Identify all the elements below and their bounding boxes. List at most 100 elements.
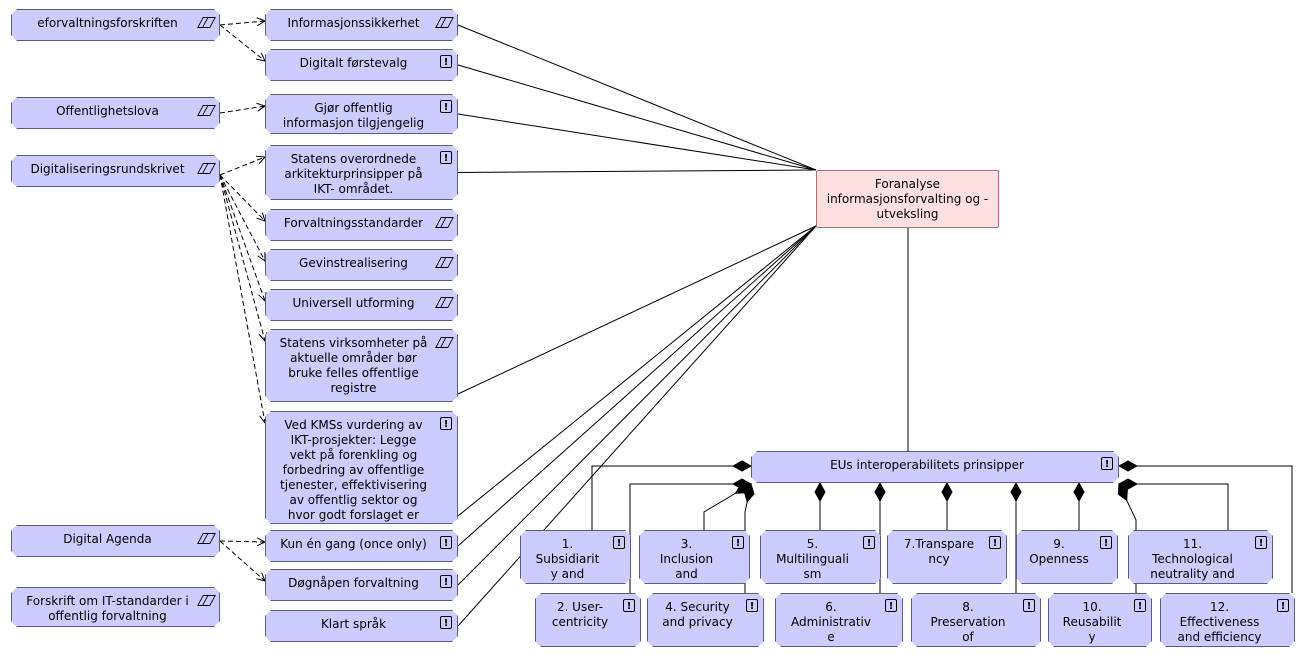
node-label: Kun én gang (once only) bbox=[280, 537, 427, 551]
association-edge bbox=[457, 24, 817, 171]
node-p7[interactable]: 7.Transpare ncy! bbox=[887, 530, 1007, 584]
node-label: Gevinstrealisering bbox=[299, 256, 408, 270]
node-statens-overordnede[interactable]: Statens overordnede arkitekturprinsipper… bbox=[265, 145, 458, 200]
goal-icon bbox=[197, 104, 215, 116]
composition-edge bbox=[591, 466, 751, 530]
node-kun-en-gang[interactable]: Kun én gang (once only)! bbox=[265, 530, 458, 562]
influence-edge bbox=[219, 174, 265, 261]
node-label: EUs interoperabilitets prinsipper bbox=[830, 458, 1024, 472]
principle-icon: ! bbox=[1101, 457, 1113, 470]
node-statens-virksomheter[interactable]: Statens virksomheter på aktuelle områder… bbox=[265, 329, 458, 402]
principle-icon: ! bbox=[1134, 599, 1146, 612]
node-label: 12. Effectiveness and efficiency bbox=[1177, 600, 1262, 644]
node-gevinstrealisering[interactable]: Gevinstrealisering bbox=[265, 249, 458, 281]
node-label: Statens virksomheter på aktuelle områder… bbox=[279, 336, 428, 395]
association-edge bbox=[457, 225, 817, 395]
principle-icon: ! bbox=[440, 417, 452, 430]
node-ved-kms[interactable]: Ved KMSs vurdering av IKT-prosjekter: Le… bbox=[265, 411, 458, 524]
node-label: Forskrift om IT-standarder i offentlig f… bbox=[26, 594, 189, 623]
principle-icon: ! bbox=[732, 536, 744, 549]
node-offentlighetslova[interactable]: Offentlighetslova bbox=[11, 97, 220, 129]
node-universell-utforming[interactable]: Universell utforming bbox=[265, 289, 458, 321]
goal-icon bbox=[435, 296, 453, 308]
node-label: Forvaltningsstandarder bbox=[283, 216, 424, 230]
association-edge bbox=[457, 225, 817, 547]
node-p11[interactable]: 11. Technological neutrality and! bbox=[1128, 530, 1273, 584]
influence-edge bbox=[219, 174, 265, 221]
node-label: Statens overordnede arkitekturprinsipper… bbox=[284, 152, 423, 196]
principle-icon: ! bbox=[746, 599, 758, 612]
goal-icon bbox=[197, 594, 215, 606]
node-label: Digitaliseringsrundskrivet bbox=[30, 162, 185, 176]
node-label: 1. Subsidiarit y and bbox=[535, 537, 600, 581]
influence-edge bbox=[219, 24, 265, 61]
node-p8[interactable]: 8. Preservation of! bbox=[911, 593, 1041, 647]
node-eus-interop[interactable]: EUs interoperabilitets prinsipper! bbox=[751, 451, 1119, 483]
association-edge bbox=[457, 225, 817, 586]
composition-edge bbox=[1119, 484, 1229, 530]
node-p2[interactable]: 2. User- centricity! bbox=[535, 593, 641, 647]
principle-icon: ! bbox=[440, 55, 452, 68]
goal-icon bbox=[435, 16, 453, 28]
node-label: Gjør offentlig informasjon tilgjengelig bbox=[282, 101, 425, 130]
association-edge bbox=[457, 113, 817, 171]
node-dognapen[interactable]: Døgnåpen forvaltning! bbox=[265, 569, 458, 601]
node-label: Digitalt førstevalg bbox=[299, 56, 408, 70]
node-p1[interactable]: 1. Subsidiarit y and! bbox=[520, 530, 631, 584]
goal-icon bbox=[435, 336, 453, 348]
node-label: 6. Administrativ e bbox=[791, 600, 871, 644]
principle-icon: ! bbox=[885, 599, 897, 612]
node-p3[interactable]: 3. Inclusion and! bbox=[639, 530, 750, 584]
principle-icon: ! bbox=[1023, 599, 1035, 612]
node-label: Foranalyse informasjonsforvalting og - u… bbox=[826, 177, 989, 221]
node-p5[interactable]: 5. Multilinguali sm! bbox=[760, 530, 881, 584]
node-digitalt-forstevalg[interactable]: Digitalt førstevalg! bbox=[265, 49, 458, 81]
node-label: Digital Agenda bbox=[63, 532, 152, 546]
composition-edge bbox=[1119, 466, 1293, 593]
node-label: Døgnåpen forvaltning bbox=[288, 576, 419, 590]
principle-icon: ! bbox=[1255, 536, 1267, 549]
association-edge bbox=[457, 64, 817, 171]
node-eforvaltningsforskriften[interactable]: eforvaltningsforskriften bbox=[11, 9, 220, 41]
node-label: 11. Technological neutrality and bbox=[1150, 537, 1235, 581]
node-p9[interactable]: 9. Openness! bbox=[1016, 530, 1118, 584]
principle-icon: ! bbox=[613, 536, 625, 549]
node-label: 4. Security and privacy bbox=[662, 600, 733, 629]
influence-edge bbox=[219, 21, 265, 25]
node-foranalyse[interactable]: Foranalyse informasjonsforvalting og - u… bbox=[816, 170, 999, 228]
principle-icon: ! bbox=[1277, 599, 1289, 612]
node-p12[interactable]: 12. Effectiveness and efficiency! bbox=[1160, 593, 1295, 647]
node-label: Klart språk bbox=[320, 617, 387, 631]
influence-edge bbox=[219, 157, 265, 176]
node-digital-agenda[interactable]: Digital Agenda bbox=[11, 525, 220, 557]
node-gjor-offentlig[interactable]: Gjør offentlig informasjon tilgjengelig! bbox=[265, 94, 458, 134]
principle-icon: ! bbox=[440, 100, 452, 113]
principle-icon: ! bbox=[440, 151, 452, 164]
goal-icon bbox=[197, 162, 215, 174]
node-label: eforvaltningsforskriften bbox=[37, 16, 178, 30]
node-klart-sprak[interactable]: Klart språk! bbox=[265, 610, 458, 642]
node-label: 3. Inclusion and bbox=[659, 537, 714, 581]
goal-icon bbox=[435, 256, 453, 268]
goal-icon bbox=[197, 16, 215, 28]
node-digitaliseringsrundskrivet[interactable]: Digitaliseringsrundskrivet bbox=[11, 155, 220, 187]
influence-edge bbox=[219, 174, 265, 423]
principle-icon: ! bbox=[440, 575, 452, 588]
influence-edge bbox=[219, 541, 265, 542]
node-label: Informasjonssikkerhet bbox=[287, 16, 420, 30]
node-label: Offentlighetslova bbox=[56, 104, 159, 118]
node-informasjonssikkerhet[interactable]: Informasjonssikkerhet bbox=[265, 9, 458, 41]
node-p6[interactable]: 6. Administrativ e! bbox=[775, 593, 903, 647]
goal-icon bbox=[435, 216, 453, 228]
influence-edge bbox=[219, 106, 265, 114]
goal-icon bbox=[197, 532, 215, 544]
node-forskrift-it[interactable]: Forskrift om IT-standarder i offentlig f… bbox=[11, 587, 220, 627]
node-label: Ved KMSs vurdering av IKT-prosjekter: Le… bbox=[280, 418, 427, 522]
node-p10[interactable]: 10. Reusabilit y! bbox=[1048, 593, 1152, 647]
node-forvaltningsstandarder[interactable]: Forvaltningsstandarder bbox=[265, 209, 458, 241]
node-label: Universell utforming bbox=[292, 296, 415, 310]
principle-icon: ! bbox=[989, 536, 1001, 549]
association-edge bbox=[457, 225, 817, 517]
node-p4[interactable]: 4. Security and privacy! bbox=[647, 593, 764, 647]
